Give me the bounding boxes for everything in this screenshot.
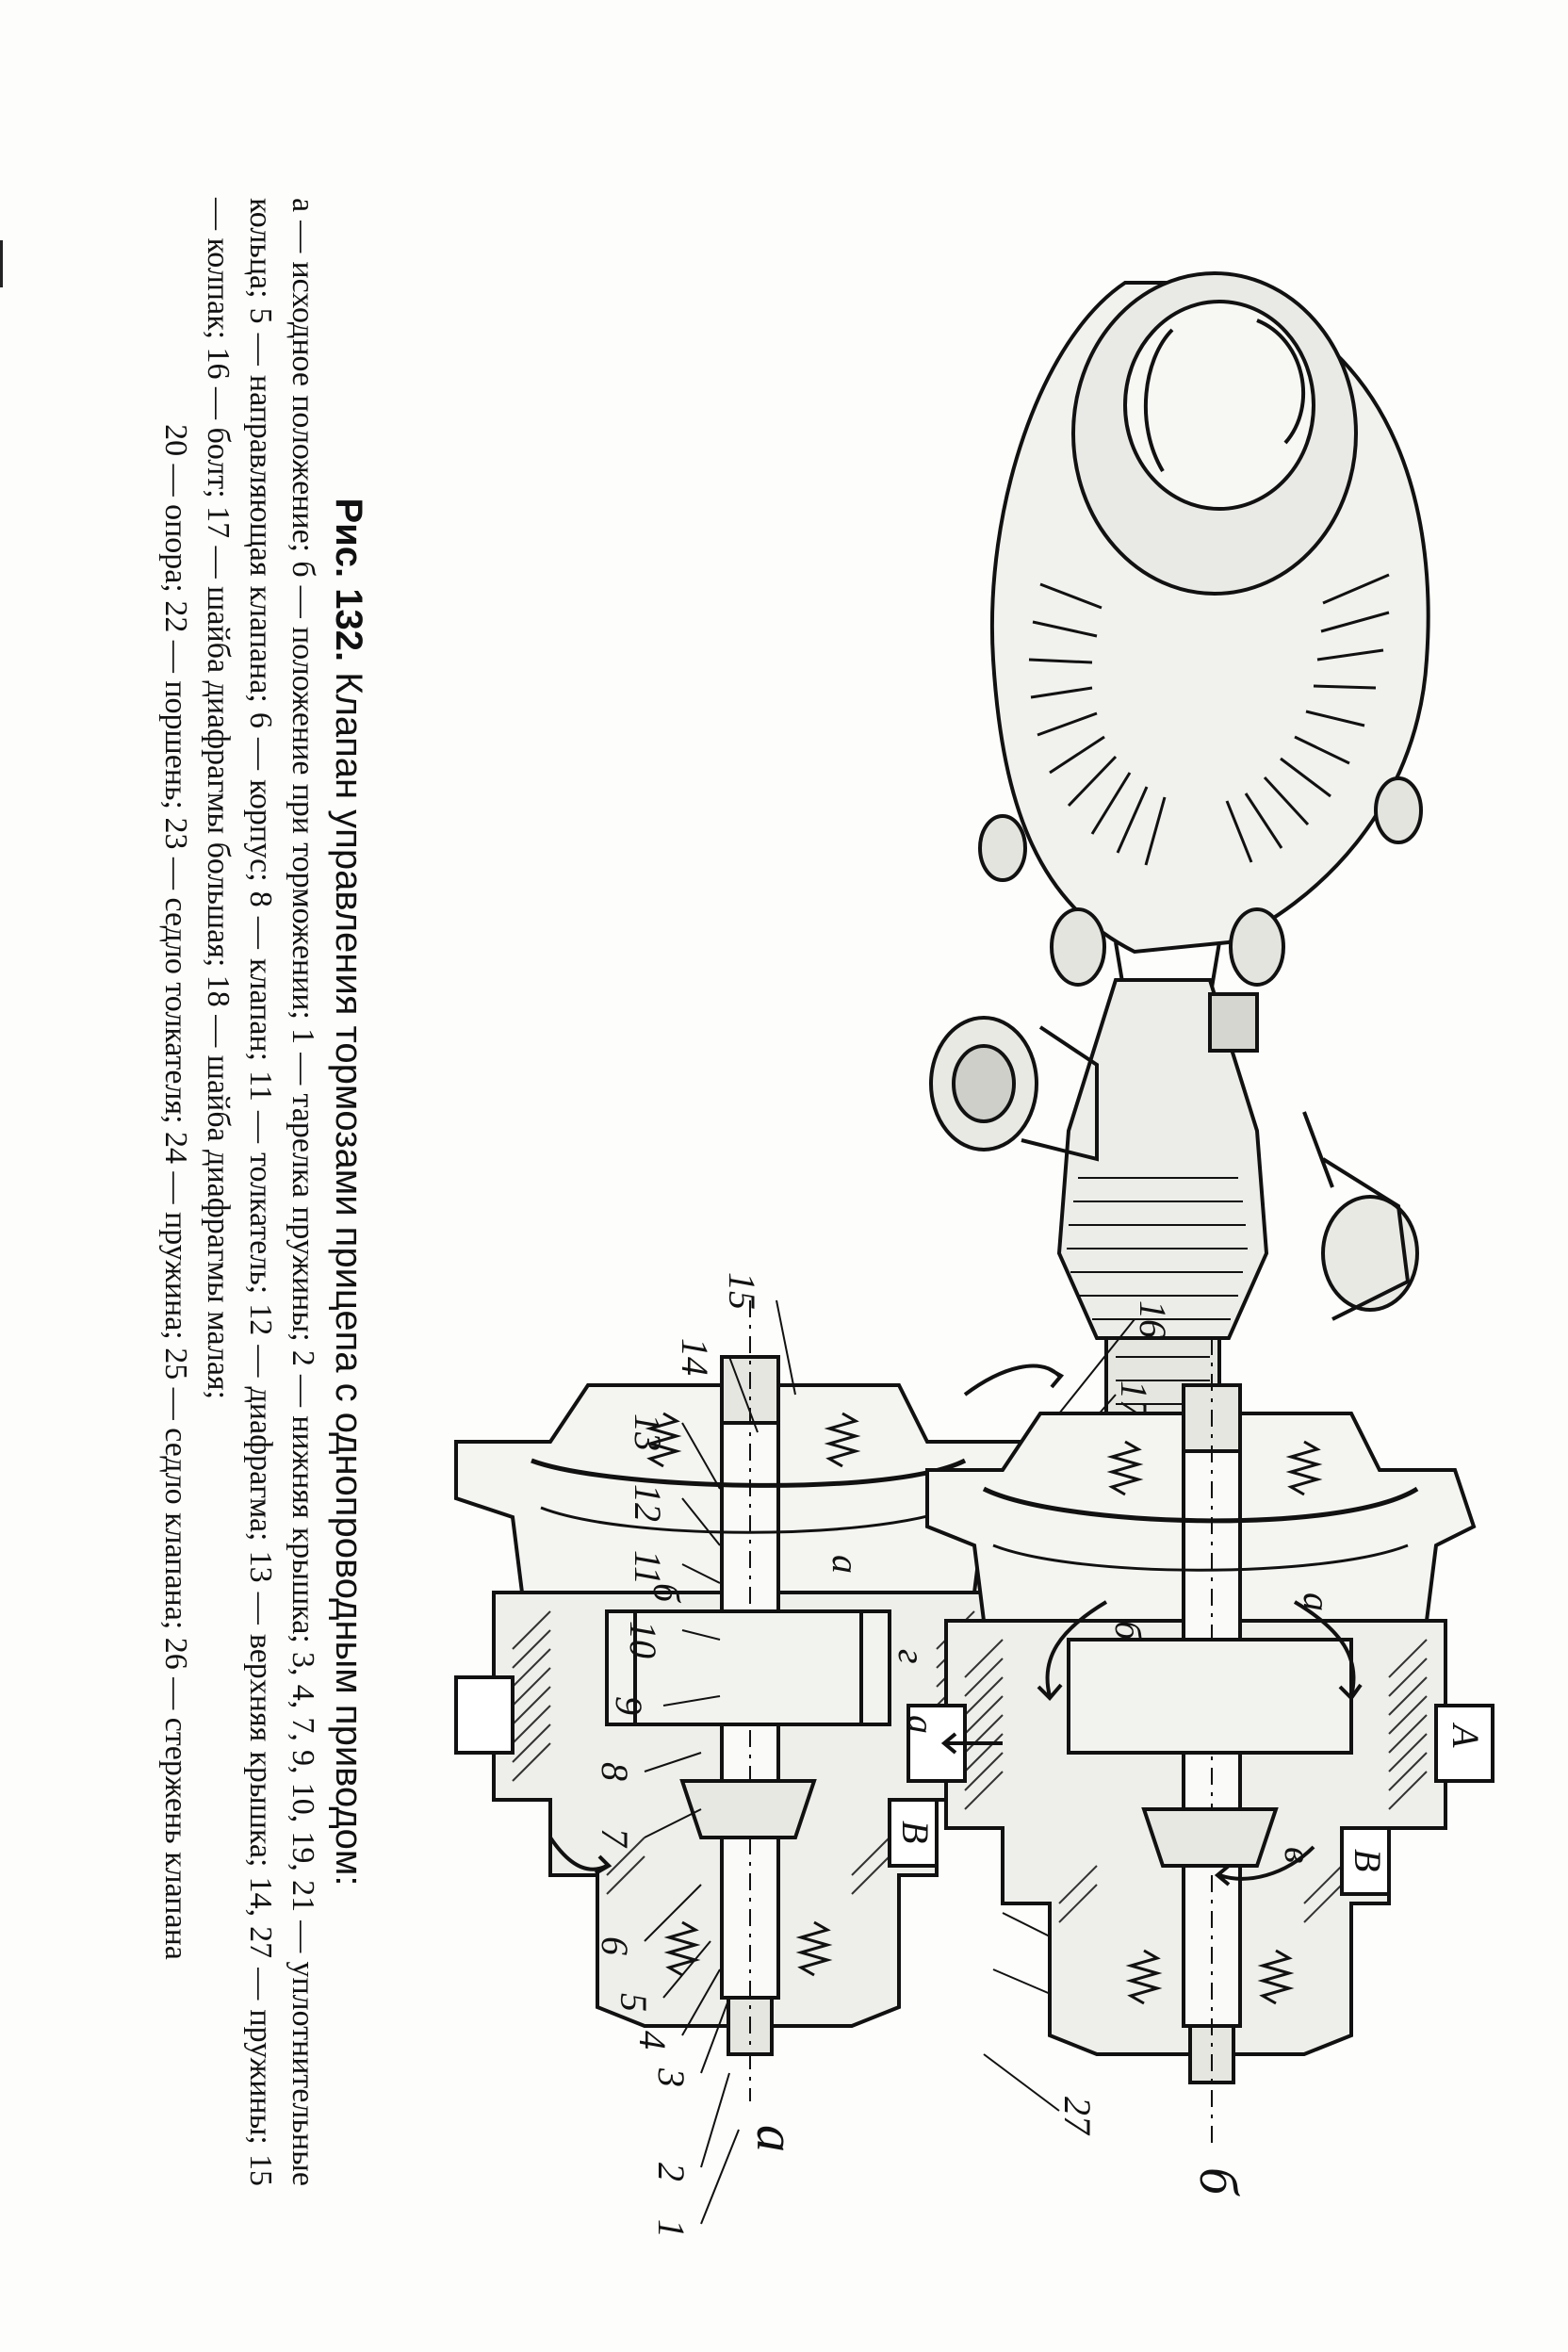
port-letter-V: В — [894, 1821, 937, 1843]
port-letter-V-b: В — [1347, 1849, 1389, 1871]
chamber-letter-a-b: а — [1296, 1592, 1338, 1611]
callout-7: 7 — [594, 1828, 636, 1849]
callout-4: 4 — [631, 2031, 674, 2050]
callout-27: 27 — [1056, 2097, 1099, 2136]
chamber-letter-g: г — [890, 1649, 933, 1664]
callout-6: 6 — [594, 1936, 636, 1955]
callout-10: 10 — [622, 1621, 664, 1658]
callout-13: 13 — [627, 1413, 669, 1451]
caption-title: Рис. 132. Клапан управления тормозами пр… — [324, 198, 373, 2186]
figure-number: Рис. 132. — [328, 498, 369, 662]
callout-11: 11 — [627, 1550, 669, 1585]
figure-title: Клапан управления тормозами прицепа с од… — [328, 672, 369, 1886]
callout-9: 9 — [608, 1696, 650, 1715]
view-label-a: а — [745, 2125, 807, 2152]
callout-2: 2 — [650, 2163, 693, 2181]
figure-caption: Рис. 132. Клапан управления тормозами пр… — [90, 198, 373, 2186]
page-edge-mark — [0, 240, 3, 287]
port-letter-A-b: А — [1445, 1722, 1487, 1748]
callout-1: 1 — [650, 2219, 693, 2238]
callout-12: 12 — [627, 1484, 669, 1522]
caption-legend-last: 20 — опора; 22 — поршень; 23 — седло тол… — [158, 424, 193, 1960]
chamber-letter-a: а — [825, 1555, 867, 1574]
svg-text:а: а — [745, 2125, 807, 2152]
section-view-b: А В а б в а — [900, 1338, 1494, 2148]
callout-3: 3 — [650, 2067, 693, 2087]
caption-legend: а — исходное положение; б — положение пр… — [201, 198, 320, 2186]
chamber-letter-v-b: в — [1277, 1847, 1319, 1863]
chamber-letter-a2-b: а — [900, 1715, 942, 1734]
callout-14: 14 — [674, 1338, 716, 1376]
callout-8: 8 — [594, 1762, 636, 1781]
callout-15: 15 — [721, 1272, 763, 1310]
callout-16: 16 — [1132, 1300, 1174, 1338]
view-label-b: б — [1188, 2167, 1250, 2197]
callout-5: 5 — [612, 1993, 655, 2012]
section-view-a: А В а б г — [454, 1300, 1043, 2101]
svg-text:б: б — [1188, 2167, 1250, 2197]
chamber-letter-b-b: б — [1107, 1621, 1150, 1642]
chamber-letter-b: б — [645, 1583, 688, 1604]
